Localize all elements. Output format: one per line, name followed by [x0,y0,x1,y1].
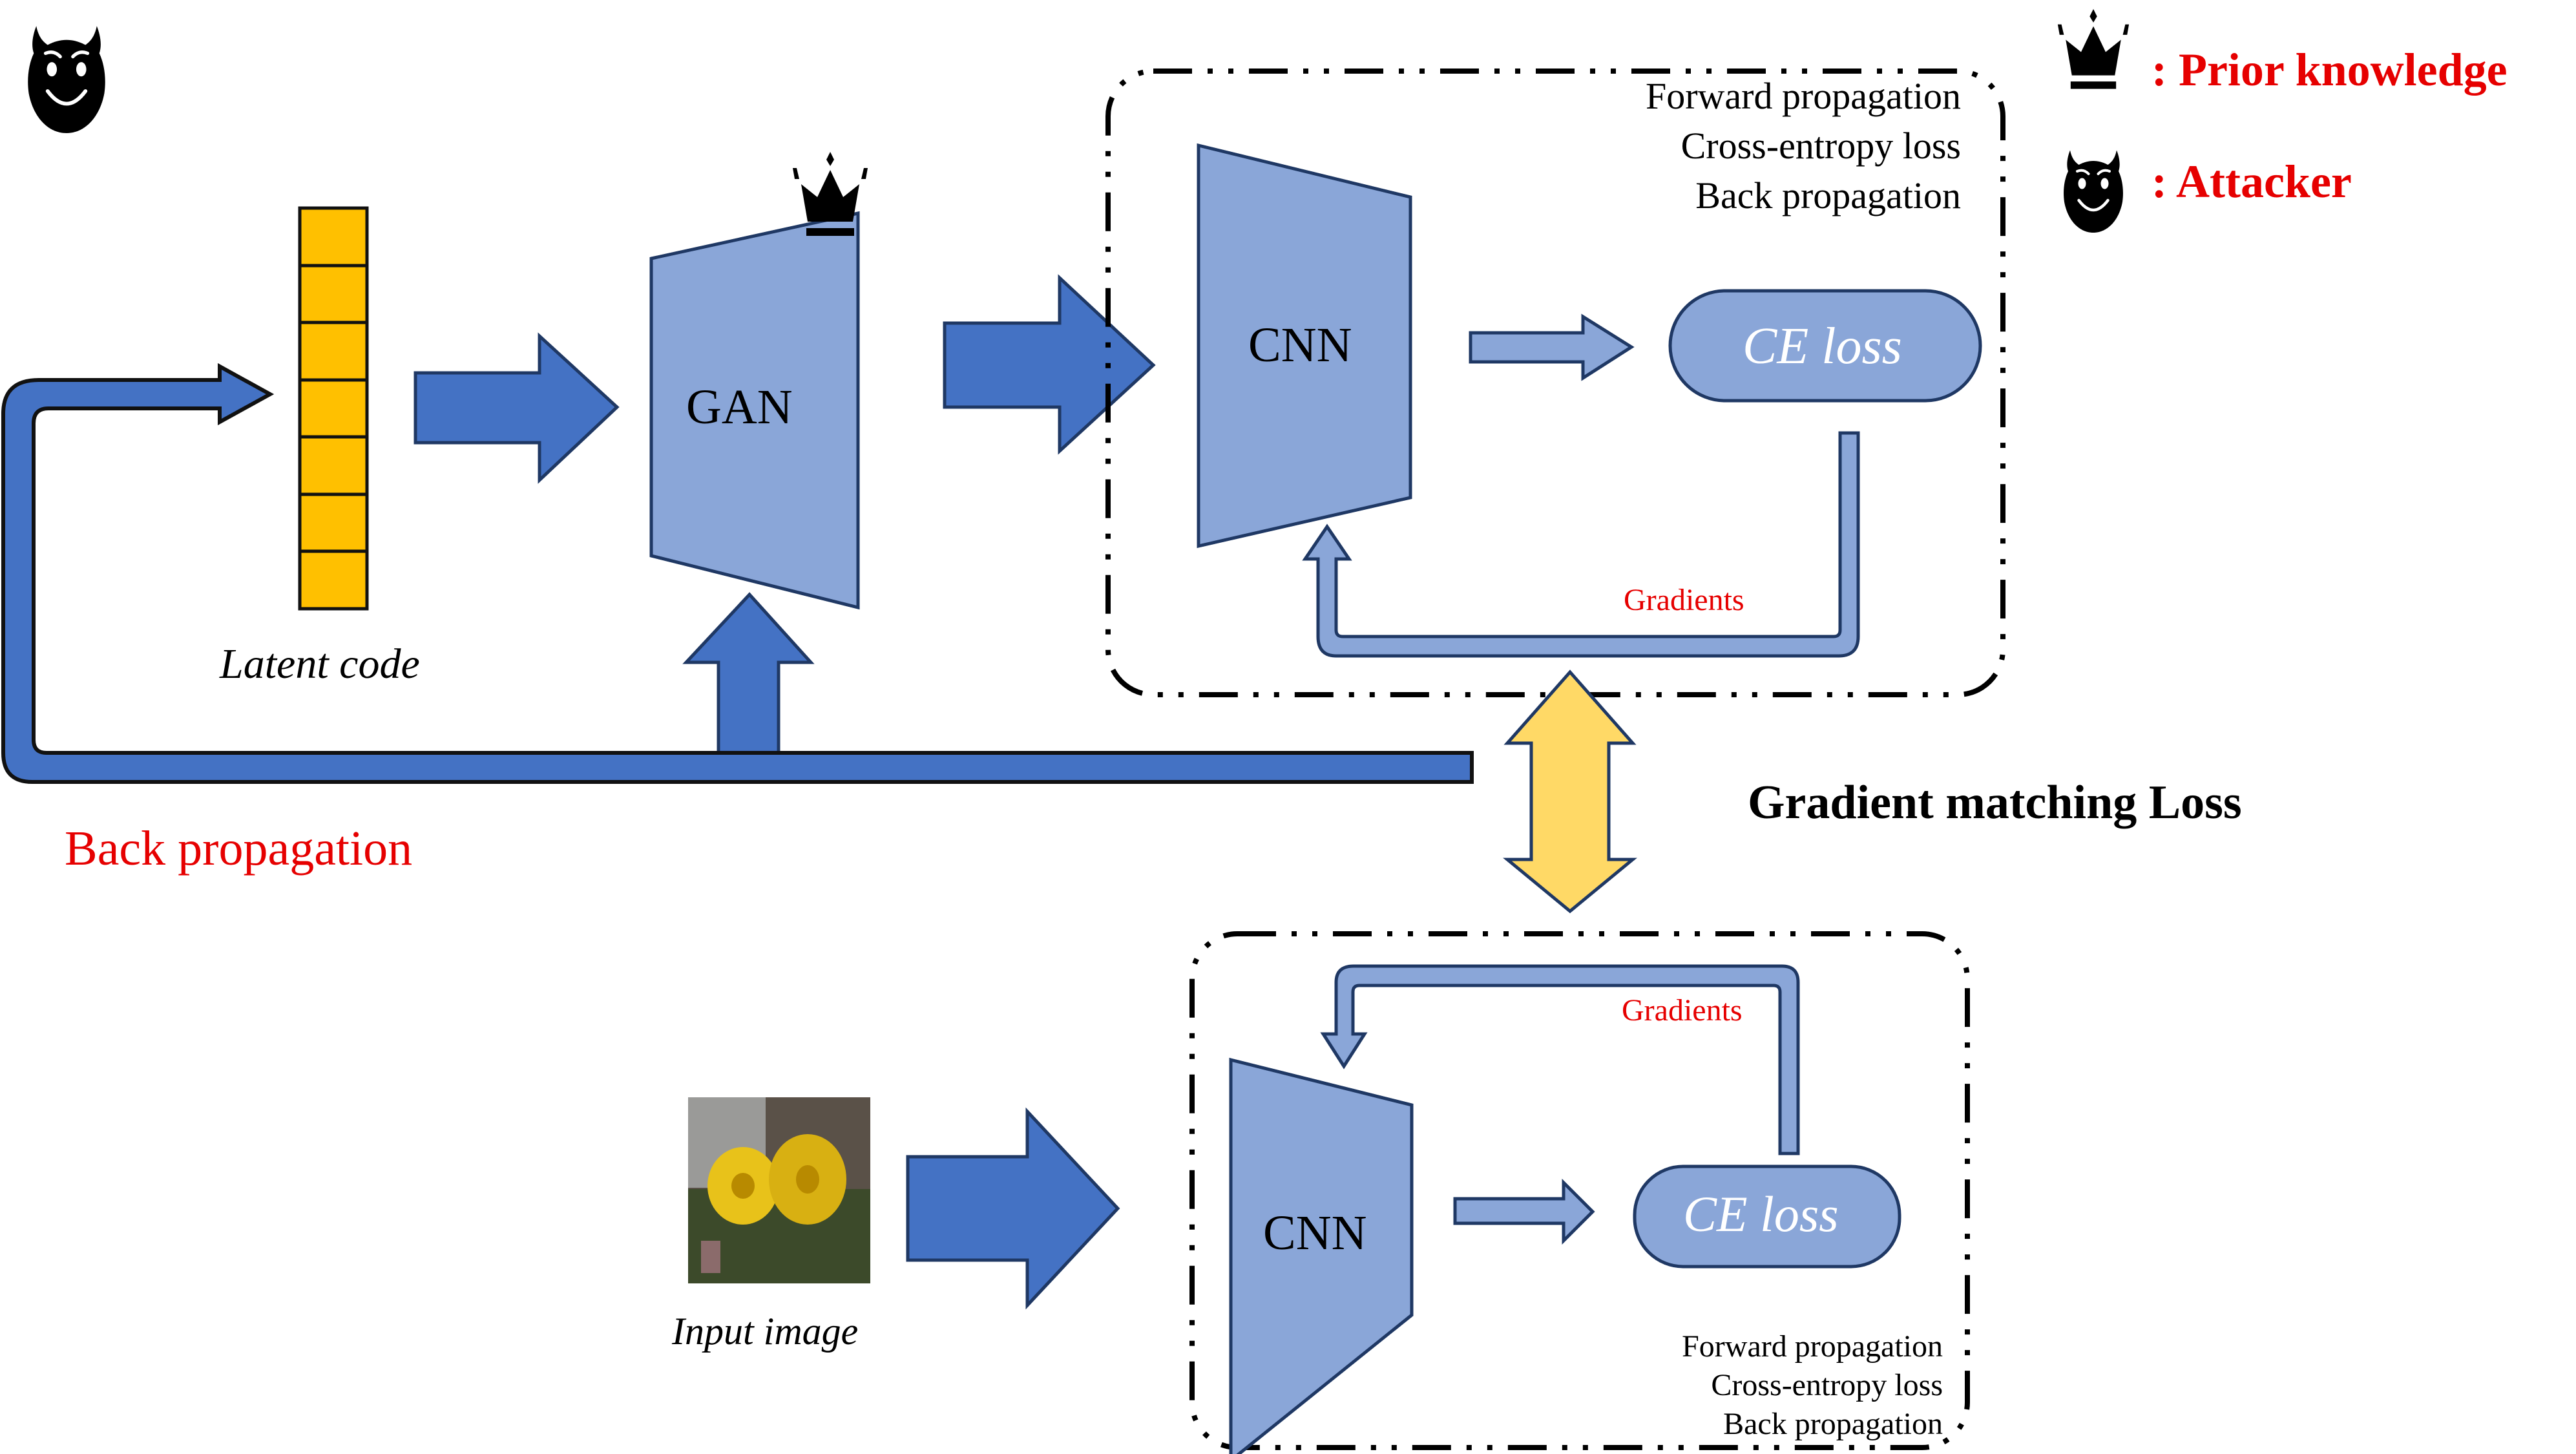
attacker-devil-icon [28,26,105,133]
ce-loss-pill-top [1668,289,1982,403]
cnn-block-top [1197,143,1412,549]
arrow-cnn-to-loss-top [1469,313,1635,381]
back-propagation-loop [1,363,1474,784]
ce-loss-pill-bottom [1633,1164,1901,1269]
gradient-matching-loss-label: Gradient matching Loss [1748,776,2242,829]
bottom-step-cross-entropy: Cross-entropy loss [1711,1368,1943,1402]
latent-code-label: Latent code [220,640,420,688]
input-image [688,1097,870,1283]
arrow-gan-to-cnn [943,274,1156,455]
bottom-step-back: Back propagation [1723,1407,1943,1441]
gan-block [649,211,860,610]
cnn-label-top: CNN [1248,318,1352,372]
bottom-step-forward: Forward propagation [1682,1329,1943,1364]
ce-loss-label-bottom: CE loss [1683,1186,1839,1242]
legend-attacker-label: : Attacker [2152,156,2352,207]
legend-crown-icon [2057,8,2130,89]
gradients-return-arrow-bottom [1320,964,1800,1155]
input-image-label: Input image [672,1310,859,1353]
top-step-forward: Forward propagation [1645,75,1961,117]
legend-devil-icon [2064,151,2123,233]
top-step-cross-entropy: Cross-entropy loss [1681,125,1961,167]
arrow-latent-to-gan [414,332,620,484]
top-step-back: Back propagation [1695,174,1961,216]
ce-loss-label-top: CE loss [1743,318,1902,375]
victim-model-box-top [1105,68,2005,697]
arrow-cnn-to-loss-bottom [1453,1178,1595,1245]
gradients-label-top: Gradients [1624,583,1744,617]
gradients-label-bottom: Gradients [1622,993,1743,1027]
gan-label: GAN [686,380,793,434]
legend-prior-knowledge-label: : Prior knowledge [2152,44,2508,96]
gradient-matching-double-arrow [1503,669,1637,914]
gradients-return-arrow-top [1302,431,1860,658]
cnn-block-bottom [1229,1057,1414,1454]
cnn-label-bottom: CNN [1263,1206,1367,1260]
victim-model-box-bottom [1189,931,1970,1450]
arrow-input-to-cnn [906,1107,1120,1310]
back-propagation-label: Back propagation [65,821,413,876]
latent-code-vector [298,206,369,611]
